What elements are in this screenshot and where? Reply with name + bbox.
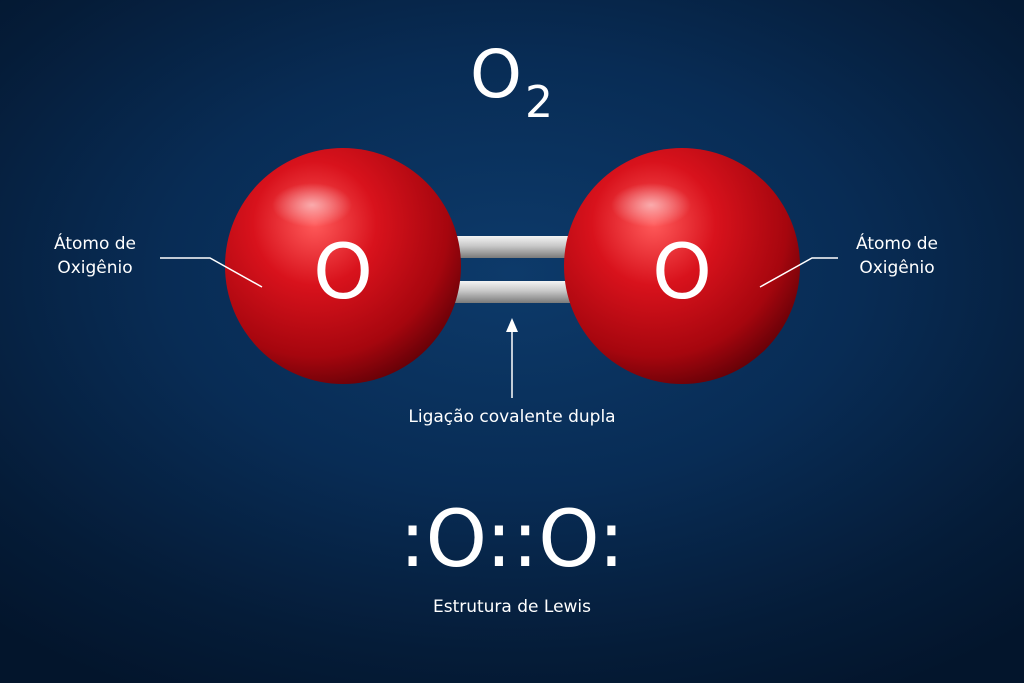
- leader-line-right: [759, 257, 838, 288]
- formula-subscript: 2: [524, 76, 554, 128]
- molecular-formula: O2: [0, 30, 1024, 124]
- oxygen-atom-right: O: [564, 148, 800, 384]
- atom-label-right-line2: Oxigênio: [859, 258, 935, 278]
- atom-label-left-line2: Oxigênio: [57, 258, 133, 278]
- atom-label-right: Átomo de Oxigênio: [822, 232, 972, 280]
- atom-label-right-line1: Átomo de: [855, 234, 938, 254]
- bond-label: Ligação covalente dupla: [408, 407, 616, 427]
- atom-symbol-left: O: [313, 227, 373, 316]
- formula-element: O: [470, 36, 523, 113]
- atom-symbol-right: O: [652, 227, 712, 316]
- lewis-structure-label: Estrutura de Lewis: [432, 597, 592, 617]
- bond-lower: [430, 281, 595, 303]
- leader-line-left: [160, 257, 263, 288]
- lewis-structure: :O::O:: [399, 495, 625, 585]
- bond-arrow-head: [506, 318, 518, 332]
- atom-label-left-line1: Átomo de: [53, 234, 136, 254]
- bond-upper: [430, 236, 595, 258]
- oxygen-atom-left: O: [225, 148, 461, 384]
- atom-label-left: Átomo de Oxigênio: [20, 232, 170, 280]
